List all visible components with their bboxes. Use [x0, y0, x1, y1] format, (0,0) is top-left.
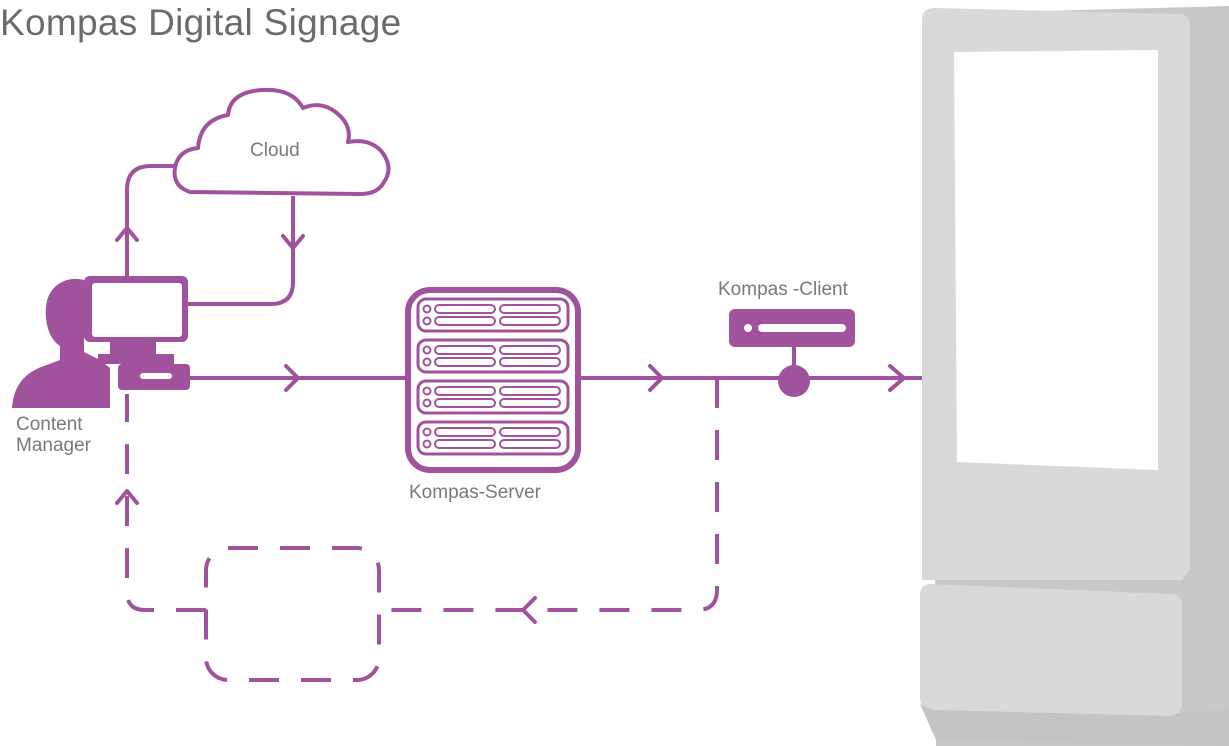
user-workstation-icon: [12, 276, 190, 408]
client-label: Kompas -Client: [718, 279, 848, 300]
signage-kiosk-icon: [920, 6, 1229, 746]
arrow-up-icon-2: [115, 489, 139, 505]
content-manager-label-line1: Content: [16, 414, 83, 435]
client-device-icon: [729, 309, 855, 397]
dashed-box: [204, 546, 381, 682]
server-label: Kompas-Server: [409, 482, 541, 503]
arrow-right-icon-2: [648, 364, 664, 392]
feedback-loop: [125, 378, 719, 682]
server-rack-icon: [405, 287, 581, 473]
dashed-left-line: [125, 394, 206, 612]
line-user-to-cloud: [125, 164, 182, 276]
content-manager-label-line2: Manager: [16, 435, 91, 456]
arrow-down-icon: [281, 234, 305, 250]
line-cloud-to-monitor: [188, 196, 295, 306]
dashed-down-line: [383, 378, 719, 612]
arrow-up-icon: [115, 226, 139, 242]
arrow-right-icon: [284, 364, 300, 392]
diagram-title: Kompas Digital Signage: [0, 2, 402, 43]
cloud-label: Cloud: [250, 140, 300, 161]
arrow-right-icon-3: [888, 364, 906, 392]
cloud-icon: [172, 87, 391, 196]
